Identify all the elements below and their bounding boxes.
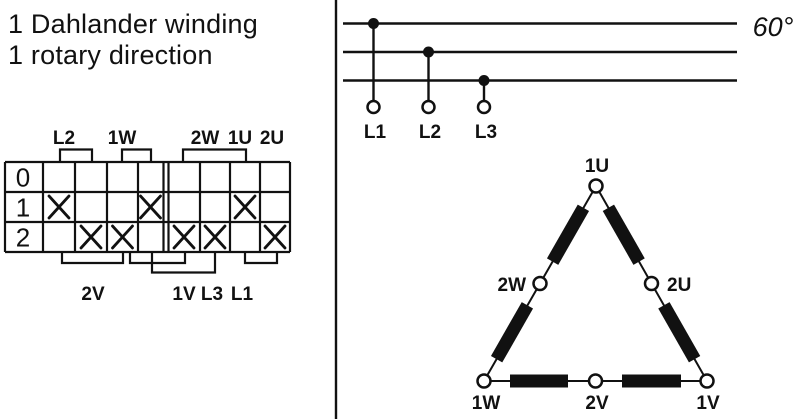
switch-contact-table: 0 1 2 L2 1W 2W 1U 2U 2V 1V L3 L1: [3, 128, 292, 305]
delta-label-2U: 2U: [667, 275, 691, 296]
node-2W: [532, 275, 548, 292]
delta-label-1W: 1W: [472, 393, 501, 414]
jumper-bottom-L3: [150, 252, 217, 274]
title-line-2: 1 rotary direction: [8, 40, 213, 70]
contact-closed-mark: [139, 194, 162, 220]
contact-closed-mark: [203, 224, 227, 250]
delta-label-1U: 1U: [585, 156, 609, 177]
jumper-bottom-1V: [128, 252, 187, 265]
supply-tap-L3: [476, 75, 492, 115]
contact-closed-mark: [172, 224, 196, 250]
supply-tap-L1: [366, 18, 381, 115]
row-label-1: 1: [16, 193, 30, 223]
title-line-1: 1 Dahlander winding: [8, 9, 258, 39]
node-1W: [476, 373, 492, 389]
jumper-top-1W: [120, 148, 153, 162]
jumper-bottom-2V: [60, 252, 125, 265]
delta-label-2W: 2W: [498, 275, 527, 296]
terminal-circle: [421, 99, 436, 115]
node-1V: [699, 373, 715, 389]
contact-closed-marks: [47, 194, 287, 250]
delta-label-2V: 2V: [585, 393, 609, 414]
delta-winding-diagram: 1U 2W 2U 1W 2V 1V: [472, 156, 720, 414]
row-label-2: 2: [16, 223, 30, 253]
tap-dot: [478, 75, 490, 86]
terminal-label-1V: 1V: [172, 284, 196, 305]
contact-closed-mark: [263, 224, 287, 250]
terminal-label-1U: 1U: [228, 128, 252, 149]
terminal-label-2V: 2V: [81, 284, 105, 305]
terminal-label-2U: 2U: [260, 128, 284, 149]
winding-bar-lower-right: [658, 302, 701, 363]
tap-dot: [423, 46, 434, 58]
terminal-label-L3: L3: [201, 284, 223, 305]
contact-closed-mark: [79, 224, 103, 250]
delta-label-1V: 1V: [696, 393, 720, 414]
phase-angle-label: 60°: [753, 12, 794, 42]
supply-bus-diagram: L1 L2 L3 60°: [343, 12, 794, 143]
terminal-circle: [476, 99, 492, 115]
jumper-top-wide: [181, 148, 248, 162]
node-1U: [588, 178, 604, 194]
tap-dot: [368, 18, 379, 29]
supply-label-L3: L3: [475, 122, 497, 143]
terminal-label-1W: 1W: [108, 128, 137, 149]
contact-closed-mark: [111, 224, 134, 250]
supply-label-L1: L1: [364, 122, 387, 143]
jumper-top-L2: [58, 148, 94, 162]
jumper-bottom-L1: [243, 252, 279, 265]
supply-tap-L2: [421, 46, 436, 115]
terminal-label-L2: L2: [53, 128, 75, 149]
contact-closed-mark: [47, 194, 71, 220]
winding-bar-upper-left: [546, 204, 590, 265]
terminal-label-L1: L1: [231, 284, 254, 305]
node-2U: [643, 275, 660, 292]
winding-bar-upper-right: [602, 204, 645, 265]
terminal-circle: [366, 99, 381, 115]
terminal-label-2W: 2W: [191, 128, 220, 149]
node-2V: [587, 373, 604, 389]
row-label-0: 0: [16, 163, 30, 193]
contact-closed-mark: [233, 194, 257, 220]
winding-bar-lower-left: [490, 302, 534, 363]
supply-label-L2: L2: [419, 122, 441, 143]
